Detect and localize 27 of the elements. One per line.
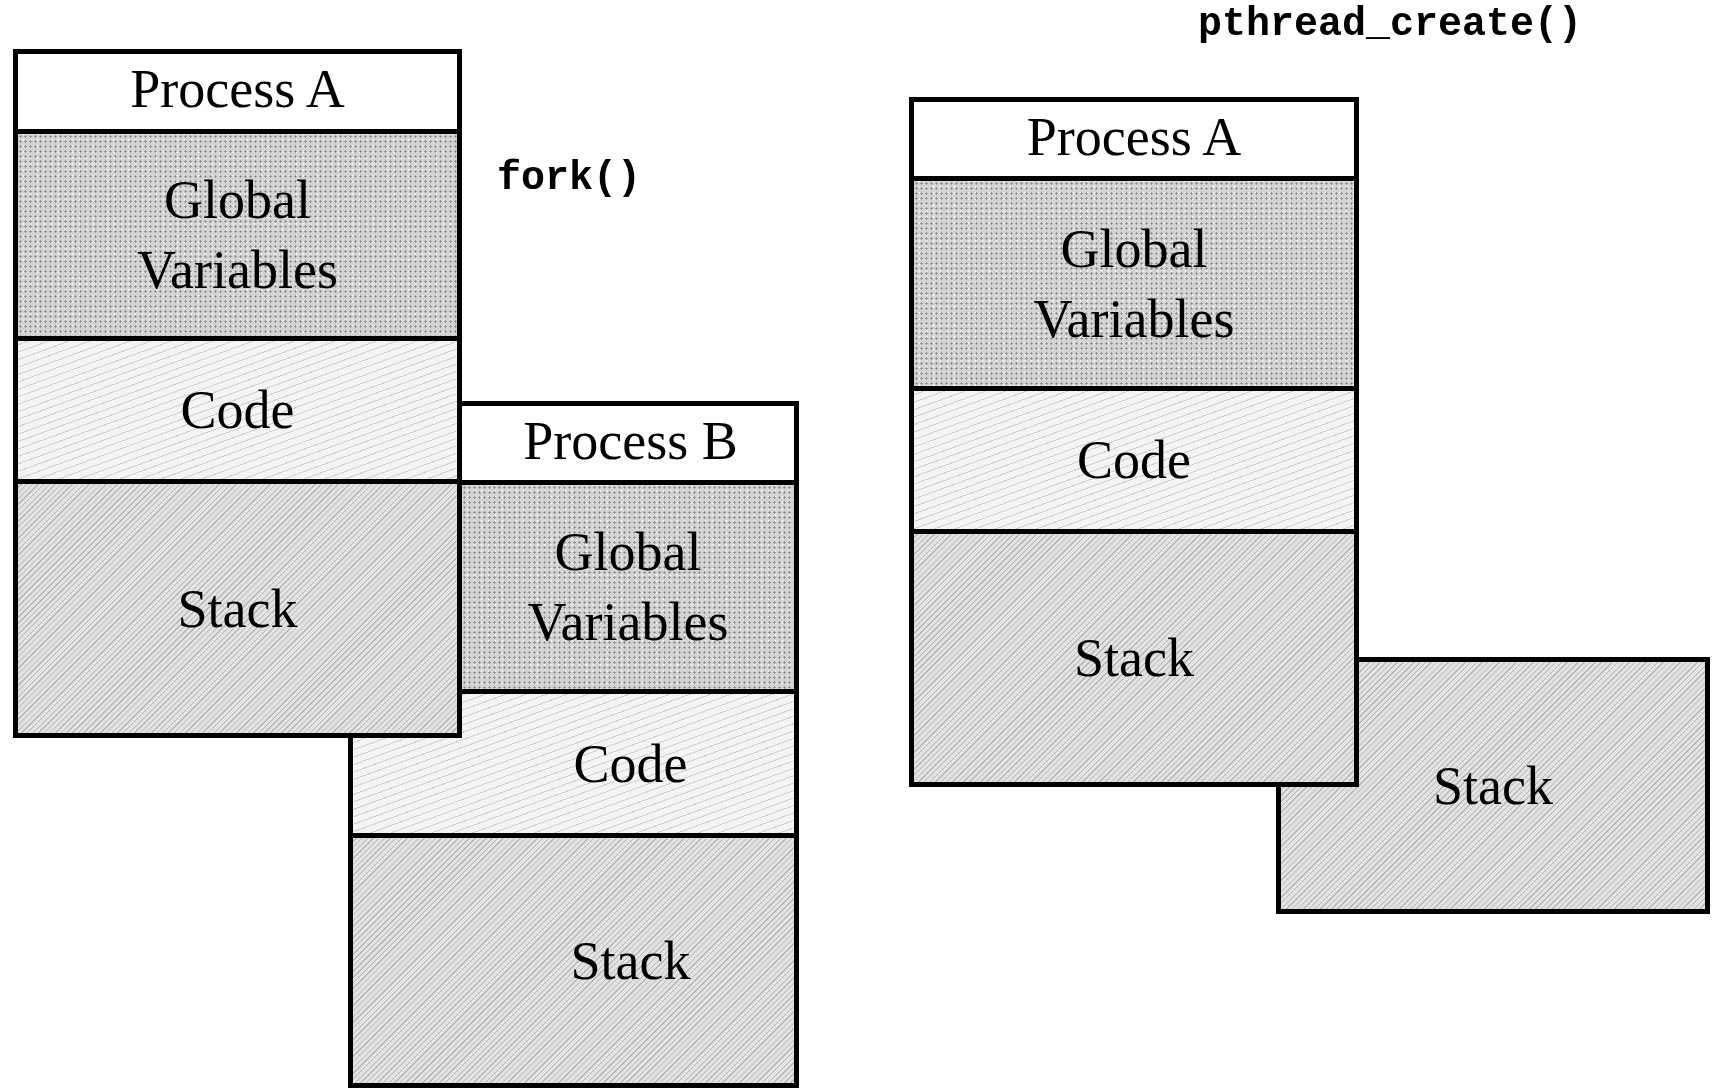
section-label: Stack: [1433, 754, 1553, 818]
memory-segment: [353, 833, 794, 1083]
process-box: [909, 97, 1359, 787]
memory-segment: [18, 336, 457, 479]
memory-segment: [914, 176, 1354, 386]
section-label: Global Variables: [1032, 217, 1236, 351]
process-title: Process A: [130, 58, 345, 121]
memory-segment: [1276, 657, 1710, 914]
section-label: Stack: [570, 929, 691, 993]
section-label: Stack: [177, 577, 298, 641]
memory-segment: [914, 529, 1354, 782]
memory-segment: [462, 480, 794, 689]
section-label: Global Variables: [136, 169, 339, 302]
section-label: Code: [1077, 429, 1191, 492]
process-title: Process B: [523, 410, 738, 473]
memory-segment: [18, 129, 457, 336]
function-call-label: pthread_create(): [1198, 2, 1583, 47]
process-title: Process A: [1026, 106, 1242, 169]
memory-segment: [914, 386, 1354, 529]
process-box: [13, 49, 462, 738]
section-label: Stack: [1074, 627, 1194, 690]
memory-segment: [18, 479, 457, 733]
function-call-label: fork(): [497, 156, 642, 201]
section-label: Global Variables: [526, 521, 730, 654]
section-label: Code: [180, 379, 295, 442]
section-label: Code: [573, 732, 688, 796]
memory-segment: [353, 689, 794, 833]
